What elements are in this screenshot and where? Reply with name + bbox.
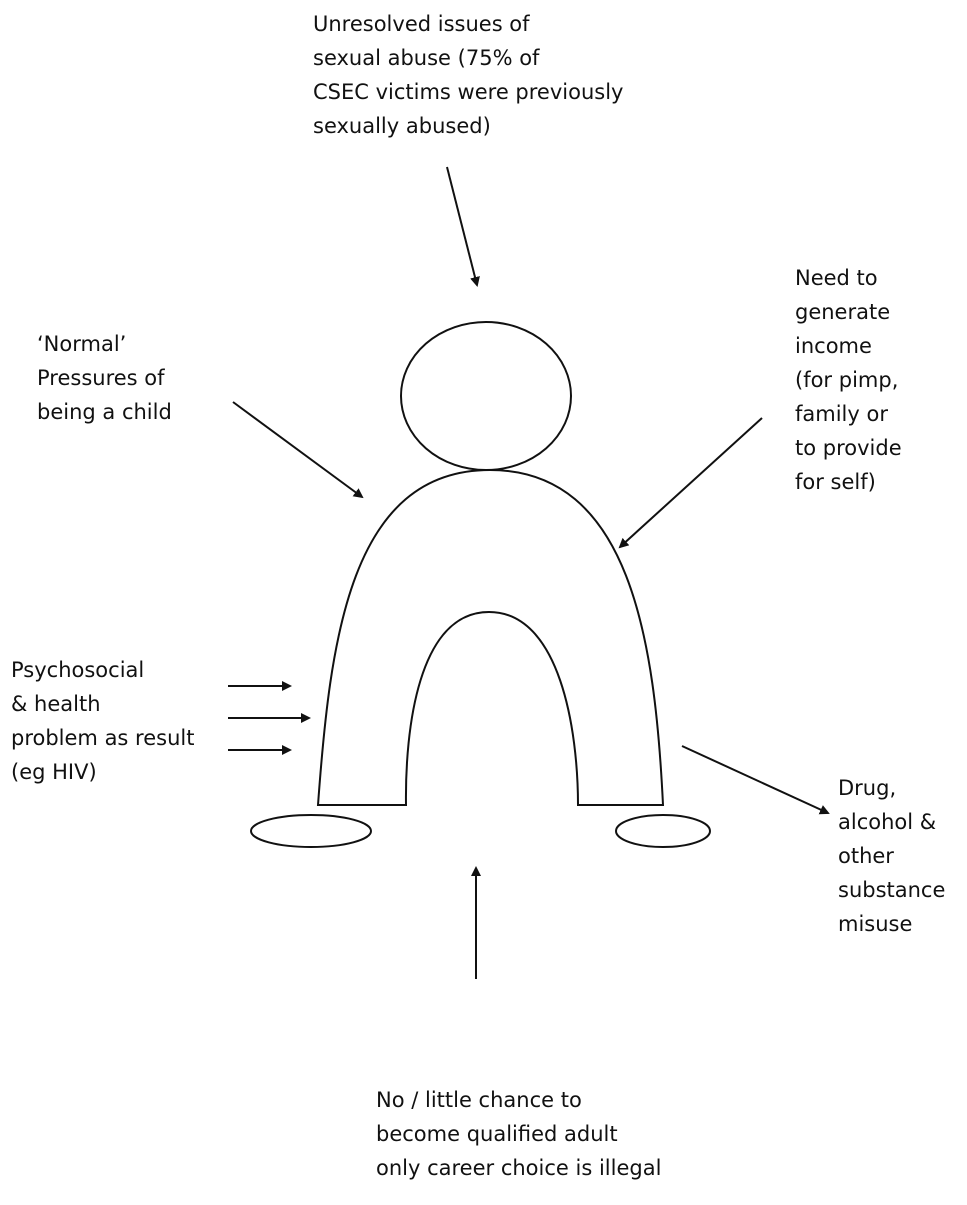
label-line: (for pimp, xyxy=(795,368,899,392)
label-line: generate xyxy=(795,300,891,324)
label-line: other xyxy=(838,844,894,868)
arrow-normal-pressures xyxy=(232,401,364,499)
arrow-sexual-abuse xyxy=(446,166,480,287)
label-line: to provide xyxy=(795,436,902,460)
label-line: for self) xyxy=(795,470,876,494)
label-line: Psychosocial xyxy=(11,658,145,682)
arrow-generate-income xyxy=(618,417,763,549)
label-line: misuse xyxy=(838,912,913,936)
label-career-chance: No / little chance to become qualified a… xyxy=(376,1083,661,1185)
label-line: sexually abused) xyxy=(313,114,491,138)
label-line: become qualified adult xyxy=(376,1122,618,1146)
label-line: Pressures of xyxy=(37,366,165,390)
label-line: Drug, xyxy=(838,776,897,800)
label-line: family or xyxy=(795,402,888,426)
child-left-foot xyxy=(250,814,372,848)
label-line: Need to xyxy=(795,266,878,290)
child-body xyxy=(316,468,665,806)
child-right-foot xyxy=(615,814,711,848)
label-line: Unresolved issues of xyxy=(313,12,530,36)
label-line: only career choice is illegal xyxy=(376,1156,662,1180)
label-line: substance xyxy=(838,878,946,902)
label-sexual-abuse: Unresolved issues of sexual abuse (75% o… xyxy=(313,7,623,143)
label-psychosocial: Psychosocial & health problem as result … xyxy=(11,653,194,789)
label-substance-misuse: Drug, alcohol & other substance misuse xyxy=(838,771,945,941)
label-normal-pressures: ‘Normal’ Pressures of being a child xyxy=(37,327,172,429)
label-line: & health xyxy=(11,692,101,716)
label-generate-income: Need to generate income (for pimp, famil… xyxy=(795,261,902,499)
label-line: ‘Normal’ xyxy=(37,332,127,356)
label-line: income xyxy=(795,334,872,358)
label-line: being a child xyxy=(37,400,172,424)
label-line: sexual abuse (75% of xyxy=(313,46,540,70)
label-line: No / little chance to xyxy=(376,1088,582,1112)
child-figure xyxy=(250,321,711,848)
label-line: (eg HIV) xyxy=(11,760,97,784)
label-line: CSEC victims were previously xyxy=(313,80,624,104)
label-line: alcohol & xyxy=(838,810,937,834)
arrow-substance-misuse xyxy=(681,745,830,815)
label-line: problem as result xyxy=(11,726,195,750)
child-head xyxy=(400,321,572,471)
